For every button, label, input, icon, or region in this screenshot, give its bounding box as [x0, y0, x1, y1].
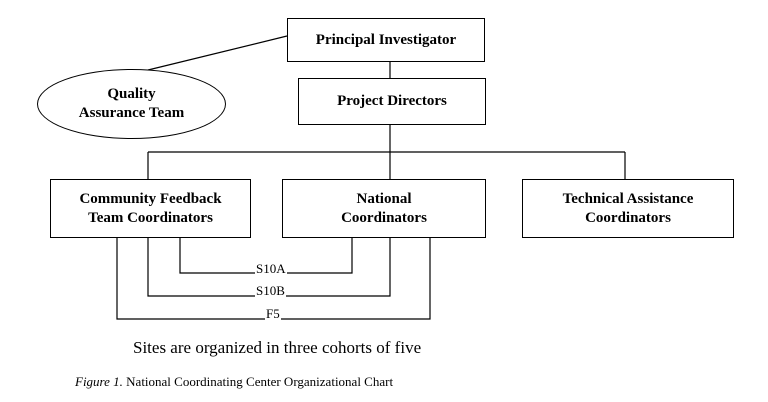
technical-assistance-label-line2: Coordinators	[585, 209, 671, 226]
s10b-label: S10B	[255, 283, 286, 298]
cohort-caption: Sites are organized in three cohorts of …	[133, 338, 422, 357]
quality-assurance-label-line2: Assurance Team	[78, 105, 185, 121]
project-directors-label: Project Directors	[337, 93, 447, 109]
national-coordinators-box: National Coordinators	[282, 179, 486, 238]
national-coordinators-label-line1: National	[356, 190, 412, 207]
project-directors-box: Project Directors	[298, 78, 486, 125]
f5-label: F5	[265, 306, 281, 321]
figure-caption: Figure 1. National Coordinating Center O…	[75, 374, 393, 390]
quality-assurance-ellipse: Quality Assurance Team	[37, 69, 226, 139]
figure-number: Figure 1.	[75, 374, 123, 389]
quality-assurance-label-line1: Quality	[107, 86, 156, 102]
technical-assistance-box: Technical Assistance Coordinators	[522, 179, 734, 238]
figure-title: National Coordinating Center Organizatio…	[126, 374, 394, 389]
qa-to-pi-line	[147, 35, 288, 71]
principal-investigator-label: Principal Investigator	[315, 31, 457, 48]
community-feedback-label-line2: Team Coordinators	[88, 209, 213, 226]
community-feedback-box: Community Feedback Team Coordinators	[50, 179, 251, 238]
national-coordinators-label-line2: Coordinators	[341, 209, 427, 226]
technical-assistance-label-line1: Technical Assistance	[562, 190, 694, 207]
principal-investigator-box: Principal Investigator	[287, 18, 485, 62]
community-feedback-label-line1: Community Feedback	[79, 190, 222, 207]
s10a-label: S10A	[255, 261, 287, 276]
